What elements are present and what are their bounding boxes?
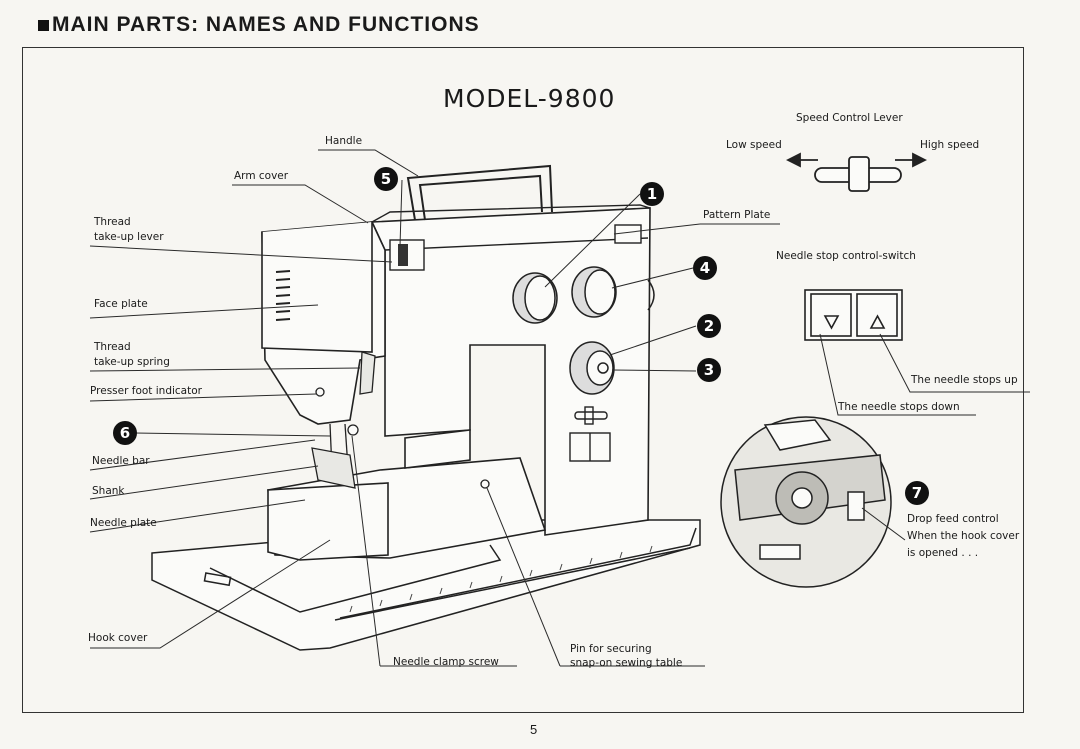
face-plate-vents bbox=[275, 270, 291, 321]
top-cover bbox=[371, 204, 651, 251]
label-drop-feed-line1: Drop feed control bbox=[907, 513, 999, 525]
body-controls bbox=[569, 406, 611, 462]
label-handle: Handle bbox=[325, 135, 363, 147]
label-thread-takeup-spring-line1: Thread bbox=[94, 341, 131, 353]
label-face-plate: Face plate bbox=[94, 298, 148, 310]
label-drop-feed-line2: When the hook cover bbox=[907, 530, 1020, 542]
model-title: MODEL-9800 bbox=[443, 84, 616, 113]
diagram-frame bbox=[22, 47, 1024, 713]
label-shank: Shank bbox=[92, 485, 125, 497]
carry-handle bbox=[406, 164, 553, 221]
page-number: 5 bbox=[530, 722, 538, 737]
heading-square-icon bbox=[38, 19, 49, 31]
label-needle-stop-switch: Needle stop control-switch bbox=[776, 250, 916, 262]
callout-3: 3 bbox=[697, 358, 721, 382]
callout-6: 6 bbox=[113, 421, 137, 445]
table-pin-icon bbox=[480, 479, 490, 489]
callout-5: 5 bbox=[374, 167, 398, 191]
callout-7: 7 bbox=[905, 481, 929, 505]
dials bbox=[512, 266, 655, 395]
callout-1: 1 bbox=[640, 182, 664, 206]
label-arm-cover: Arm cover bbox=[234, 170, 289, 182]
section-heading: MAIN PARTS: NAMES AND FUNCTIONS bbox=[38, 13, 480, 37]
label-high-speed: High speed bbox=[920, 139, 980, 151]
ruler-scale bbox=[349, 545, 653, 613]
label-hook-cover: Hook cover bbox=[88, 632, 148, 644]
callout-2: 2 bbox=[697, 314, 721, 338]
label-drop-feed-line3: is opened . . . bbox=[907, 547, 979, 559]
label-pin-line2: snap-on sewing table bbox=[570, 657, 683, 669]
label-thread-takeup-spring-line2: take-up spring bbox=[94, 356, 170, 368]
take-up-lever-icon bbox=[398, 244, 408, 266]
label-thread-takeup-lever-line2: take-up lever bbox=[94, 231, 164, 243]
label-thread-takeup-lever-line1: Thread bbox=[94, 216, 131, 228]
speed-lever-icon bbox=[785, 152, 928, 192]
label-speed-control-lever: Speed Control Lever bbox=[796, 112, 903, 124]
label-needle-stops-down: The needle stops down bbox=[838, 401, 960, 413]
callout-4: 4 bbox=[693, 256, 717, 280]
needle-area bbox=[311, 351, 376, 489]
leader-lines bbox=[89, 149, 1030, 667]
label-presser-foot-indicator: Presser foot indicator bbox=[90, 385, 202, 397]
label-low-speed: Low speed bbox=[726, 139, 782, 151]
label-pattern-plate: Pattern Plate bbox=[703, 209, 771, 221]
label-needle-clamp-screw: Needle clamp screw bbox=[393, 656, 499, 668]
label-pin-line1: Pin for securing bbox=[570, 643, 652, 655]
needle-stop-switch-icon bbox=[804, 289, 903, 341]
label-needle-plate: Needle plate bbox=[90, 517, 157, 529]
hook-area-inset bbox=[720, 416, 892, 588]
label-needle-stops-up: The needle stops up bbox=[911, 374, 1018, 386]
heading-text: MAIN PARTS: NAMES AND FUNCTIONS bbox=[52, 13, 480, 36]
label-needle-bar: Needle bar bbox=[92, 455, 150, 467]
